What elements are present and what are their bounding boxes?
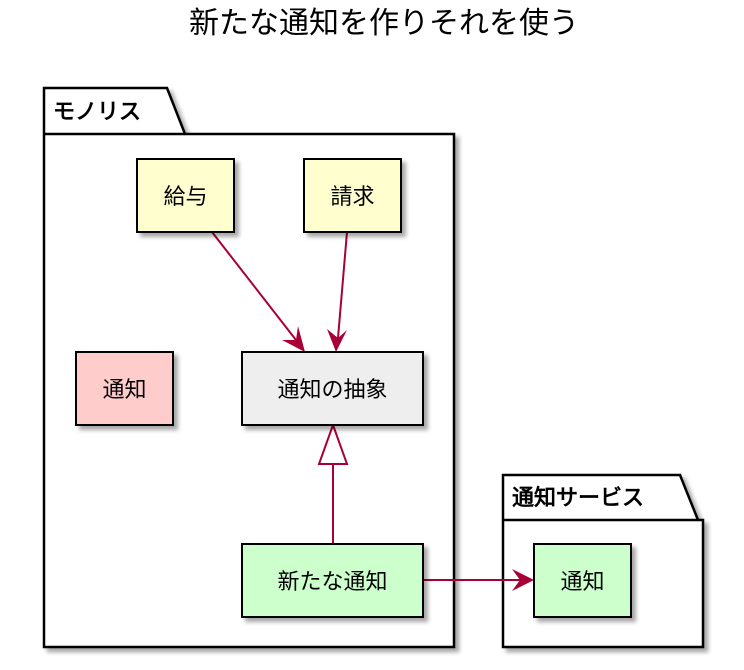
node-payroll-label: 給与	[163, 185, 207, 210]
edge-payroll-to-abstraction	[211, 231, 305, 352]
edge-new-notification-to-service	[423, 569, 534, 591]
node-billing-label: 請求	[330, 185, 374, 210]
node-new-notification-label: 新たな通知	[277, 570, 387, 595]
edge-new-notification-implements-abstraction	[317, 422, 349, 544]
node-notification-abstraction-label: 通知の抽象	[277, 378, 387, 403]
node-notification-abstraction[interactable]: 通知の抽象	[241, 351, 424, 426]
node-service-notification-label: 通知	[560, 570, 604, 595]
node-new-notification[interactable]: 新たな通知	[241, 543, 424, 618]
package-notification-service-label: 通知サービス	[512, 485, 644, 511]
node-legacy-notification-label: 通知	[102, 378, 146, 403]
diagram-title: 新たな通知を作りそれを使う	[189, 6, 579, 41]
edge-billing-to-abstraction	[327, 231, 348, 352]
node-legacy-notification[interactable]: 通知	[75, 351, 174, 426]
node-service-notification[interactable]: 通知	[533, 543, 632, 618]
node-billing[interactable]: 請求	[303, 158, 402, 233]
node-payroll[interactable]: 給与	[136, 158, 235, 233]
package-monolith-label: モノリス	[53, 100, 141, 125]
